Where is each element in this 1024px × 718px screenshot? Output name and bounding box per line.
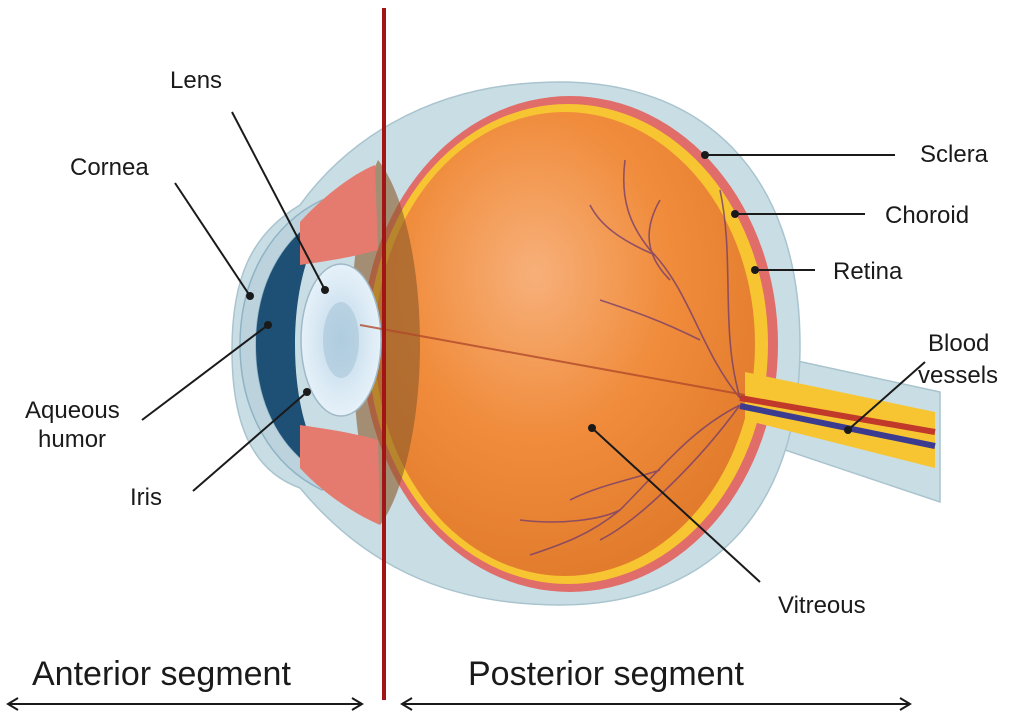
vitreous-dot xyxy=(588,424,596,432)
aqueous-dot xyxy=(264,321,272,329)
choroid-dot xyxy=(731,210,739,218)
label-blood-line2: vessels xyxy=(918,362,998,389)
lens-dot xyxy=(321,286,329,294)
iris-dot xyxy=(303,388,311,396)
label-iris: Iris xyxy=(130,484,162,511)
blood-vessels-dot xyxy=(844,426,852,434)
optic-nerve xyxy=(745,372,935,468)
label-choroid: Choroid xyxy=(885,202,969,229)
posterior-arrow xyxy=(400,697,912,711)
label-vitreous: Vitreous xyxy=(778,592,866,619)
cornea-dot xyxy=(246,292,254,300)
sclera-dot xyxy=(701,151,709,159)
aqueous-humor xyxy=(256,212,330,478)
cornea-leader xyxy=(174,182,251,297)
retina-dot xyxy=(751,266,759,274)
aqueous-leader xyxy=(141,324,269,421)
iris-upper xyxy=(300,165,378,265)
lens-nucleus xyxy=(323,302,359,378)
label-retina: Retina xyxy=(833,258,903,285)
iris-lower xyxy=(300,425,380,525)
label-aqueous-line1: Aqueous xyxy=(25,397,120,424)
blood-vessels-leader xyxy=(847,361,926,431)
label-anterior-segment: Anterior segment xyxy=(32,655,291,693)
label-blood-line1: Blood xyxy=(928,330,989,357)
iris-leader xyxy=(192,391,308,492)
optical-axis xyxy=(359,324,746,396)
label-sclera: Sclera xyxy=(920,141,989,168)
anterior-arrow xyxy=(6,697,364,711)
label-lens: Lens xyxy=(170,67,222,94)
vitreous-leader xyxy=(591,427,761,583)
retinal-vessels xyxy=(519,159,741,556)
blood-vessel-red xyxy=(739,395,936,435)
label-cornea: Cornea xyxy=(70,154,149,181)
vitreous-body xyxy=(375,112,755,576)
lens-leader xyxy=(231,111,326,291)
label-aqueous-line2: humor xyxy=(38,426,106,453)
blood-vessel-blue xyxy=(739,403,936,449)
label-posterior-segment: Posterior segment xyxy=(468,655,744,693)
